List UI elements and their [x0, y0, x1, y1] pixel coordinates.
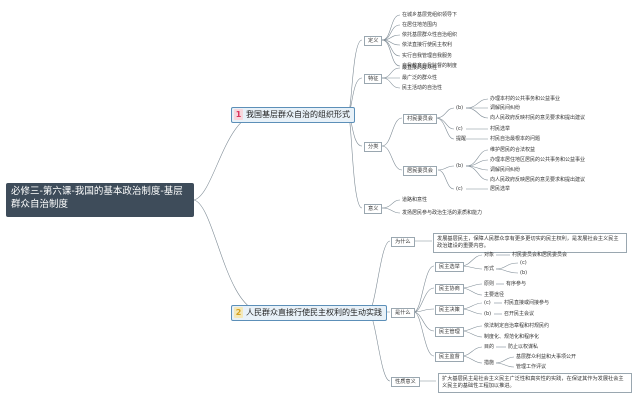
consult-k1[interactable]: 原则 — [484, 281, 495, 287]
decide-v1[interactable]: 村民直接或间接参与 — [504, 300, 550, 306]
why-text[interactable]: 发展基层民主，保障人民群众享有更多更切实的民主权利，是发展社会主义民主政治建设的… — [433, 233, 627, 253]
topic-supervise[interactable]: 民主监督 — [435, 352, 464, 362]
define-item-3[interactable]: 依托基层群众性自治组织 — [402, 32, 458, 38]
feature-item-3[interactable]: 民主活动的自治性 — [402, 85, 443, 91]
resident-a-item-1[interactable]: 维护居民的合法权益 — [490, 147, 536, 153]
topic-what[interactable]: 是什么 — [391, 308, 415, 318]
priority-1-badge: 1 — [234, 109, 243, 120]
topic-classify[interactable]: 分类 — [364, 142, 383, 152]
topic-resident-committee[interactable]: 居民委员会 — [403, 166, 437, 176]
topic-meaning[interactable]: 意义 — [364, 204, 383, 214]
election-v1[interactable]: 村民委员会和居民委员会 — [512, 252, 568, 258]
meaning-item-2[interactable]: 发扬居民参与政治生活的素质和能力 — [402, 210, 483, 216]
election-v2-2[interactable]: (b) — [520, 270, 528, 276]
connector-root-b2 — [193, 199, 263, 313]
topic-why[interactable]: 为什么 — [391, 237, 415, 247]
branch-1-label: 我国基层群众自治的组织形式 — [246, 110, 350, 119]
manage-item-1[interactable]: 依法制定自治章程和村规民约 — [484, 323, 550, 329]
decide-v2[interactable]: 召开民主会议 — [504, 311, 535, 317]
supervise-k2[interactable]: 措施 — [484, 360, 495, 366]
connector-root-b1 — [193, 113, 263, 201]
election-k2[interactable]: 形式 — [484, 266, 495, 272]
define-item-1[interactable]: 在城乡基层党组织领导下 — [402, 12, 458, 18]
root-topic[interactable]: 必修三-第六课-我国的基本政治制度-基层群众自治制度 — [6, 183, 194, 217]
resident-sub-a[interactable]: (b) — [456, 163, 464, 169]
supervise-v2-1[interactable]: 基层群众利益和大事项公开 — [516, 354, 577, 360]
define-item-6[interactable]: 自我教育自我监督的制度 — [402, 63, 458, 69]
decide-k2[interactable]: (b) — [484, 311, 492, 317]
supervise-k1[interactable]: 目的 — [484, 344, 495, 350]
decide-k1[interactable]: (c) — [484, 300, 491, 306]
village-sub-c[interactable]: 提醒 — [456, 136, 467, 142]
election-k1[interactable]: 对象 — [484, 252, 495, 258]
meaning-item-1[interactable]: 道路和意性 — [402, 197, 428, 203]
supervise-v1[interactable]: 防止以权谋私 — [508, 344, 539, 350]
branch-2-label: 人民群众直接行使民主权利的生动实践 — [246, 308, 382, 317]
topic-decide[interactable]: 民主决策 — [435, 305, 464, 315]
topic-village-committee[interactable]: 村民委员会 — [403, 114, 437, 124]
topic-feature[interactable]: 特征 — [364, 74, 383, 84]
feature-item-2[interactable]: 最广泛的群众性 — [402, 75, 438, 81]
topic-election[interactable]: 民主选举 — [435, 262, 464, 272]
village-a-item-1[interactable]: 办理本村的公共事务和公益事业 — [490, 96, 561, 102]
resident-a-item-4[interactable]: 向人民政府反映居民的意见要求和提出建议 — [490, 177, 586, 183]
village-b-item-1[interactable]: 村民选举 — [490, 126, 511, 132]
consult-k2[interactable]: 主要途径 — [484, 292, 505, 298]
define-item-2[interactable]: 在居住地范围内 — [402, 22, 438, 28]
topic-value[interactable]: 性质意义 — [391, 377, 420, 387]
village-a-item-2[interactable]: 调解民间纠纷 — [490, 105, 521, 111]
priority-2-badge: 2 — [234, 307, 243, 318]
topic-define[interactable]: 定义 — [364, 36, 383, 46]
resident-b-item-1[interactable]: 居民选举 — [490, 186, 511, 192]
manage-item-2[interactable]: 制度化、规范化和程序化 — [484, 334, 540, 340]
define-item-5[interactable]: 实行自我管理自我服务 — [402, 53, 453, 59]
village-a-item-3[interactable]: 向人民政府反映村民的意见要求和提出建议 — [490, 115, 586, 121]
define-item-4[interactable]: 依法直接行使民主权利 — [402, 42, 453, 48]
feature-item-1[interactable]: 最直接的群众性 — [402, 65, 438, 71]
resident-sub-b[interactable]: (c) — [456, 186, 463, 192]
supervise-v2-2[interactable]: 管理工作评议 — [516, 364, 547, 370]
village-c-item-1[interactable]: 村民自治最根本的问题 — [490, 136, 541, 142]
election-v2-1[interactable]: (c) — [520, 260, 527, 266]
village-sub-b[interactable]: (c) — [456, 126, 463, 132]
resident-a-item-3[interactable]: 调解民间纠纷 — [490, 167, 521, 173]
topic-consult[interactable]: 民主协商 — [435, 284, 464, 294]
value-text[interactable]: 扩大基层民主是社会主义民主广泛性和真实性的实践，在保证其作为发展社会主义民主的基… — [438, 373, 632, 393]
topic-manage[interactable]: 民主管理 — [435, 327, 464, 337]
resident-a-item-2[interactable]: 办理本居住地区居民的公共事务和公益事业 — [490, 157, 586, 163]
consult-v1[interactable]: 有序参与 — [506, 281, 527, 287]
village-sub-a[interactable]: (b) — [456, 105, 464, 111]
